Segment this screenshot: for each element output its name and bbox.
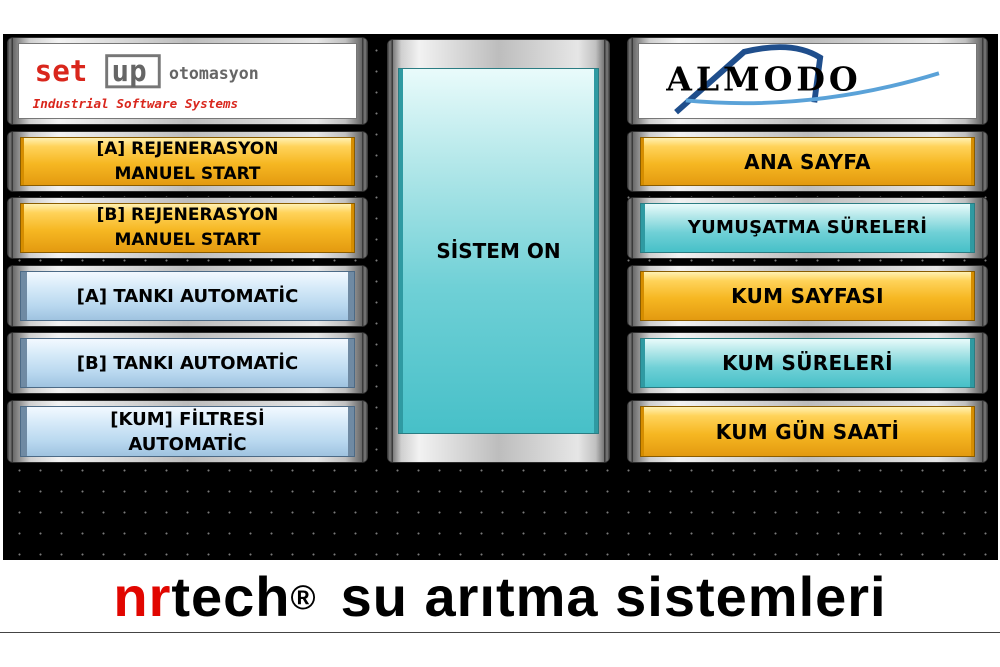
kum-sureleri-button[interactable]: KUM SÜRELERİ [640, 338, 975, 388]
button-label: ANA SAYFA [744, 149, 871, 174]
button-line-1: [B] REJENERASYON [96, 205, 279, 225]
button-label: KUM SÜRELERİ [722, 351, 893, 375]
yumusatma-sureleri-button[interactable]: YUMUŞATMA SÜRELERİ [640, 203, 975, 253]
setup-logo-graphic: set up otomasyon Industrial Software Sys… [33, 54, 259, 111]
footer-slogan: su arıtma sistemleri [340, 564, 887, 628]
kum-filtresi-button-frame: [KUM] FİLTRESİ AUTOMATİC [7, 400, 368, 463]
rejenerasyon-b-button-frame: [B] REJENERASYON MANUEL START [7, 197, 368, 259]
setup-logo-up: up [112, 54, 147, 88]
button-label: [A] TANKI AUTOMATİC [76, 285, 299, 307]
button-label: KUM SAYFASI [731, 284, 884, 308]
tank-a-automatic-button[interactable]: [A] TANKI AUTOMATİC [20, 271, 355, 321]
rejenerasyon-a-manuel-start-button[interactable]: [A] REJENERASYON MANUEL START [20, 137, 355, 186]
almodo-logo: ALMODO [638, 43, 977, 119]
tank-b-automatic-button[interactable]: [B] TANKI AUTOMATİC [20, 338, 355, 388]
button-line-1: [KUM] FİLTRESİ [110, 408, 265, 430]
setup-logo-set: set [35, 54, 88, 88]
button-line-1: [A] REJENERASYON [96, 138, 279, 159]
kum-filtresi-automatic-button[interactable]: [KUM] FİLTRESİ AUTOMATİC [20, 406, 355, 457]
rejenerasyon-a-button-frame: [A] REJENERASYON MANUEL START [7, 131, 368, 192]
button-line-2: MANUEL START [114, 230, 261, 250]
footer-divider [0, 632, 1000, 633]
footer-brand-nr: nr [113, 564, 172, 628]
system-status-frame: SİSTEM ON [387, 39, 610, 463]
kum-sayfasi-button[interactable]: KUM SAYFASI [640, 271, 975, 321]
setup-logo-tagline: Industrial Software Systems [33, 96, 238, 111]
almodo-logo-frame: ALMODO [627, 37, 988, 125]
tank-b-button-frame: [B] TANKI AUTOMATİC [7, 332, 368, 394]
system-on-button[interactable]: SİSTEM ON [398, 68, 599, 434]
button-label: KUM GÜN SAATİ [715, 419, 900, 444]
registered-mark: ® [290, 578, 317, 617]
almodo-logo-graphic: ALMODO [665, 44, 940, 115]
button-line-2: AUTOMATİC [128, 433, 247, 455]
kum-sureleri-button-frame: KUM SÜRELERİ [627, 332, 988, 394]
system-on-label: SİSTEM ON [436, 239, 561, 263]
ana-sayfa-button[interactable]: ANA SAYFA [640, 137, 975, 186]
setup-logo-frame: set up otomasyon Industrial Software Sys… [7, 37, 368, 125]
setup-logo-otomasyon: otomasyon [169, 64, 259, 83]
tank-a-button-frame: [A] TANKI AUTOMATİC [7, 265, 368, 327]
almodo-swoosh-2 [685, 71, 940, 106]
setup-logo: set up otomasyon Industrial Software Sys… [18, 43, 357, 119]
setup-logo-box [105, 54, 161, 89]
ana-sayfa-button-frame: ANA SAYFA [627, 131, 988, 192]
button-label: YUMUŞATMA SÜRELERİ [687, 217, 928, 238]
rejenerasyon-b-manuel-start-button[interactable]: [B] REJENERASYON MANUEL START [20, 203, 355, 253]
kum-gun-saati-button[interactable]: KUM GÜN SAATİ [640, 406, 975, 457]
yumusatma-sureleri-button-frame: YUMUŞATMA SÜRELERİ [627, 197, 988, 259]
footer-brand-tech: tech [171, 564, 291, 628]
kum-gun-saati-button-frame: KUM GÜN SAATİ [627, 400, 988, 463]
almodo-swoosh [674, 44, 824, 115]
almodo-logo-text: ALMODO [665, 60, 861, 99]
button-label: [B] TANKI AUTOMATİC [76, 352, 299, 374]
button-line-2: MANUEL START [114, 163, 261, 184]
kum-sayfasi-button-frame: KUM SAYFASI [627, 265, 988, 327]
